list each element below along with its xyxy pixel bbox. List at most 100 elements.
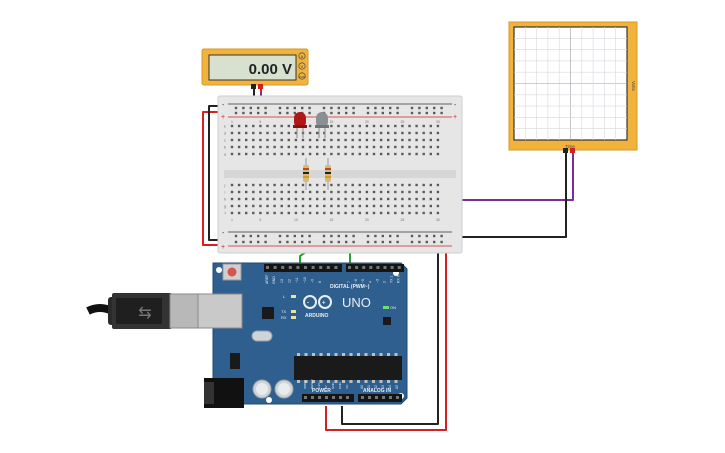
gnd-label: GND [272,276,276,284]
terminal-v-label: V [301,64,304,69]
terminal-a[interactable] [298,52,306,60]
column-number: 30 [436,218,440,222]
analog-pin-label: A3 [381,385,385,389]
led-tx-label: TX [281,309,286,314]
atmega-chip [294,356,402,380]
power-pin-label: GND [338,382,342,390]
digital-pin-label: ~11 [295,277,299,283]
oscilloscope-grid [514,27,627,140]
terminal-v[interactable] [298,62,306,70]
power-pin-label: IOREF [303,380,307,389]
arduino-model: UNO [342,295,371,310]
column-number: 30 [436,120,440,124]
led-rx-label: RX [281,315,287,320]
digital-pin-label: 7 [347,281,351,283]
crystal [251,330,273,342]
row-letter: a [224,152,227,157]
rail-minus-label-bottom: - [222,230,225,237]
row-letter: i [225,190,226,195]
digital-pin-label: ~6 [354,279,358,283]
digital-pin-label: ~5 [361,279,365,283]
row-letter: d [224,131,226,136]
oscilloscope-volts-label: Volts [631,81,636,92]
digital-pin-label: 13 [280,279,284,283]
wire-black-oscilloscope[interactable] [455,152,567,238]
digital-pin-label: TX 1 [390,276,394,283]
on-label: ON [390,305,396,310]
digital-pin-label: RX 0 [397,275,401,283]
wire-red-rail-left[interactable] [202,111,229,246]
oscilloscope[interactable]: Time Volts [508,21,638,153]
terminal-a-label: A [301,54,304,59]
rail-minus-label: - [222,102,225,109]
column-number: 1 [231,218,233,222]
column-number: 15 [329,218,333,222]
arduino-logo: - + [303,295,332,309]
column-number: 25 [400,218,404,222]
power-pin-label: Vin [345,384,349,389]
resistor-1[interactable] [303,158,309,190]
row-letter: c [224,138,226,143]
aref-label: AREF [265,275,269,284]
power-pin-label: RESET [310,379,314,389]
arduino-brand: ARDUINO [305,313,328,319]
column-number: 15 [329,120,333,124]
column-number: 5 [259,120,261,124]
multimeter-reading: 0.00 V [249,61,292,78]
digital-pin-label: 4 [368,281,372,283]
rail-plus-label: + [221,114,225,121]
column-number: 1 [231,120,233,124]
breadboard[interactable]: 115510101515202025253030edcbajihgf - + -… [217,95,463,254]
on-led [383,306,389,309]
column-number: 20 [365,120,369,124]
power-pin-label: 3.3V [317,383,321,389]
analog-pin-label: A1 [367,385,371,389]
red-led[interactable] [293,112,307,138]
digital-pin-label: ~10 [303,277,307,283]
digital-pin-label: ~9 [310,279,314,283]
gray-led[interactable] [315,112,329,138]
digital-pin-label: 2 [383,281,387,283]
resistor-2[interactable] [325,158,331,190]
rail-minus-label-right: - [454,102,457,109]
led-l [291,295,296,298]
row-letter: f [224,211,226,216]
row-letter: e [224,124,227,129]
svg-text:+: + [322,301,326,307]
analog-pin-label: A0 [360,385,364,389]
digital-pin-label: ~3 [375,279,379,283]
breadboard-holes: 115510101515202025253030edcbajihgf [224,106,443,244]
terminal-com[interactable] [298,72,306,80]
power-analog-header [304,396,399,399]
digital-pin-label: 12 [288,279,292,283]
terminal-com-label: COM [299,75,307,79]
power-label: POWER [312,388,331,394]
multimeter[interactable]: 0.00 V A V COM [201,48,309,89]
wire-black-arduino-gnd[interactable] [341,240,439,425]
column-number: 25 [400,120,404,124]
multimeter-display [208,54,297,81]
digital-header [266,266,401,269]
led-l-label: L [283,294,286,299]
row-letter: h [224,197,226,202]
row-letter: b [224,145,227,150]
analog-label: ANALOG IN [363,388,391,394]
column-number: 20 [365,218,369,222]
oscilloscope-time-label: Time [565,144,575,149]
led-tx [291,310,296,313]
analog-pin-label: A5 [395,385,399,389]
usb-icon: ⇆ [138,305,151,322]
led-rx [291,316,296,319]
power-pin-label: GND [331,382,335,390]
column-number: 10 [294,218,298,222]
rail-plus-label-right: + [453,114,457,121]
usb-cable[interactable]: ⇆ [86,293,215,329]
svg-text:-: - [307,301,309,307]
power-pin-label: 5V [324,385,328,389]
rail-plus-label-bottom: + [221,244,225,251]
wire-red-arduino-5v[interactable] [325,245,447,431]
digital-label: DIGITAL (PWM~) [330,284,370,290]
